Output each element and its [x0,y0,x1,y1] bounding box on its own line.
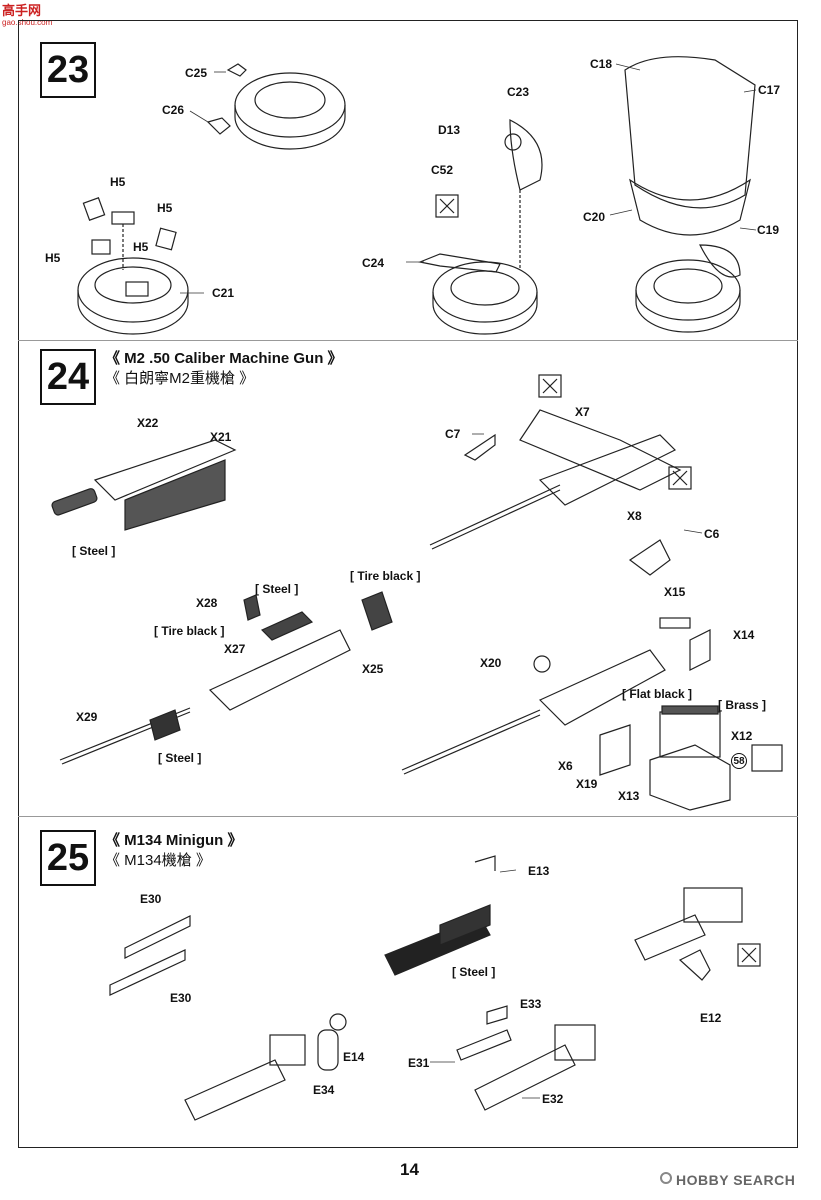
part-label-h5: H5 [110,175,126,189]
part-label-c24: C24 [362,256,385,270]
part-label-x6: X6 [558,759,573,773]
step-subtitle-24: 《 白朗寧M2重機槍 》 [105,370,255,387]
part-c26 [206,117,231,135]
part-label-h5: H5 [133,240,149,254]
part-label-x22: X22 [137,416,159,430]
paint-note-tire-black: [ Tire black ] [154,624,225,638]
step-number-23: 23 [40,42,96,98]
paint-note-steel: [ Steel ] [452,965,496,979]
minigun-e32 [474,1044,576,1111]
part-label-x25: X25 [362,662,384,676]
part-label-x19: X19 [576,777,598,791]
gun-shield-c23 [509,119,543,191]
minigun-e34 [184,1059,286,1121]
part-label-c20: C20 [583,210,606,224]
m2-barrel-upper [429,484,561,546]
part-label-x13: X13 [618,789,640,803]
part-label-x8: X8 [627,509,642,523]
watermark-site-url: gao.shou.com [2,18,53,27]
part-label-e30: E30 [170,991,192,1005]
step-number-25: 25 [40,830,96,886]
step-number-24: 24 [40,349,96,405]
section-divider [18,816,798,817]
part-label-c26: C26 [162,103,185,117]
paint-note-steel: [ Steel ] [255,582,299,596]
watermark-brand: HOBBY SEARCH [676,1172,796,1188]
part-label-e34: E34 [313,1083,335,1097]
part-label-c25: C25 [185,66,208,80]
page-number: 14 [400,1160,419,1179]
part-label-h5: H5 [45,251,61,265]
part-label-x20: X20 [480,656,502,670]
paint-note-steel: [ Steel ] [158,751,202,765]
part-label-x27: X27 [224,642,246,656]
part-label-c6: C6 [704,527,720,541]
part-label-c21: C21 [212,286,235,300]
part-label-x21: X21 [210,430,232,444]
reference-number-circle: 58 [731,753,747,769]
part-label-e14: E14 [343,1050,365,1064]
cupola-shield [624,56,756,209]
paint-note-flat-black: [ Flat black ] [622,687,693,701]
part-label-e32: E32 [542,1092,564,1106]
barrel-e30-lower [109,949,186,996]
part-label-e12: E12 [700,1011,722,1025]
page-frame [18,20,798,1148]
hobby-search-logo-icon [660,1172,672,1184]
part-label-c19: C19 [757,223,780,237]
part-label-e33: E33 [520,997,542,1011]
part-label-x12: X12 [731,729,753,743]
step-title-24: 《 M2 .50 Caliber Machine Gun 》 [105,350,343,367]
part-label-c18: C18 [590,57,613,71]
section-divider [18,340,798,341]
part-label-c23: C23 [507,85,530,99]
part-c25 [226,63,247,77]
step-subtitle-25: 《 M134機槍 》 [105,852,211,869]
paint-note-brass: [ Brass ] [718,698,767,712]
paint-note-tire-black: [ Tire black ] [350,569,421,583]
m2-receiver-x21 [93,439,237,501]
part-label-x15: X15 [664,585,686,599]
part-label-c52: C52 [431,163,454,177]
part-label-c7: C7 [445,427,461,441]
paint-note-steel: [ Steel ] [72,544,116,558]
part-label-x28: X28 [196,596,218,610]
part-label-e31: E31 [408,1056,430,1070]
minigun-assembled-right [634,914,706,961]
part-label-c17: C17 [758,83,781,97]
part-label-d13: D13 [438,123,461,137]
part-label-h5: H5 [157,201,173,215]
step-title-25: 《 M134 Minigun 》 [105,832,243,849]
part-label-e30: E30 [140,892,162,906]
barrel-e30-upper [124,915,191,959]
watermark-site-logo: 高手网 [2,3,42,18]
part-label-x14: X14 [733,628,755,642]
part-label-x29: X29 [76,710,98,724]
m2-barrel-lower [401,709,541,771]
part-label-e13: E13 [528,864,550,878]
part-label-x7: X7 [575,405,590,419]
